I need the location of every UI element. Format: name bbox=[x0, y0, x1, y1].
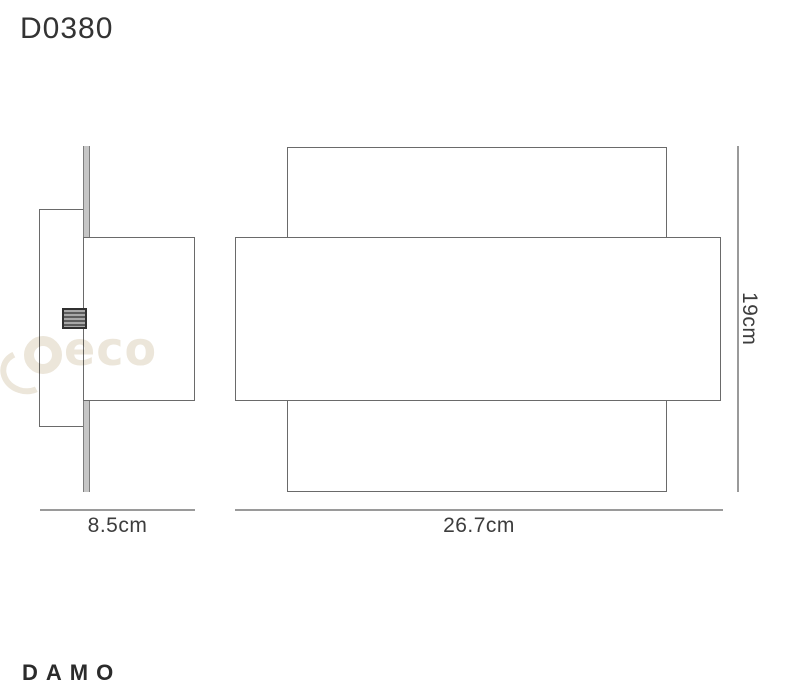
height-dimension-label: 19cm bbox=[738, 292, 761, 346]
brand-logo: DAMO bbox=[22, 660, 122, 685]
side-view-mounting-knob bbox=[62, 308, 87, 329]
front-view-shade bbox=[235, 237, 721, 401]
width-dimension-line bbox=[235, 509, 723, 511]
width-dimension-label: 26.7cm bbox=[443, 514, 515, 537]
depth-dimension-line bbox=[40, 509, 195, 511]
depth-dimension-label: 8.5cm bbox=[87, 514, 148, 537]
model-code: D0380 bbox=[20, 12, 114, 45]
side-view-shade bbox=[83, 237, 195, 401]
height-dimension-line bbox=[737, 146, 739, 492]
